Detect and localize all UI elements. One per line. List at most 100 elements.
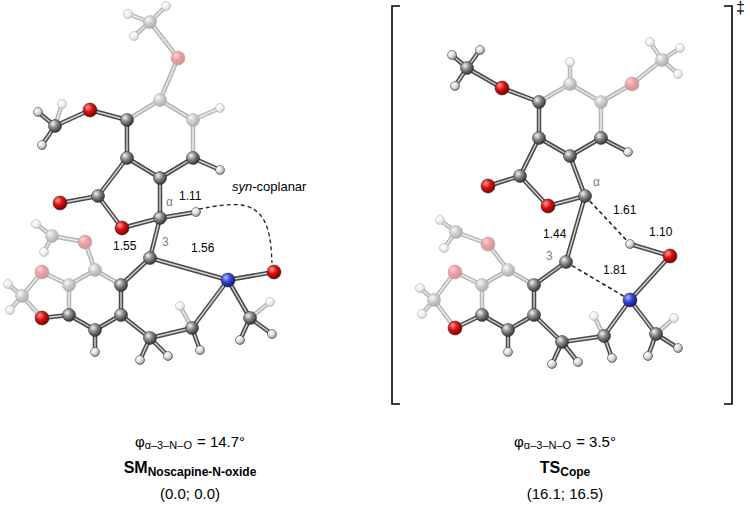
oxygen-atom (78, 235, 92, 249)
bond-stick (630, 256, 670, 300)
hydrogen-atom (32, 220, 41, 229)
bond-length: 1.55 (112, 240, 137, 252)
hydrogen-atom (124, 10, 133, 19)
carbon-atom (154, 94, 167, 107)
hydrogen-atom (176, 302, 185, 311)
oxygen-atom (448, 321, 462, 335)
bond-highlight (630, 256, 670, 300)
hydrogen-atom (6, 306, 15, 315)
atom-label: 3 (162, 236, 169, 248)
hydrogen-atom (504, 348, 513, 357)
oxygen-atom (171, 51, 185, 65)
molecule-starting-material (4, 2, 282, 365)
carbon-atom (89, 264, 102, 277)
carbon-atom (49, 120, 62, 133)
carbon-atom (533, 96, 546, 109)
hydrogen-atom (646, 38, 655, 47)
structure-name: SM (124, 460, 148, 476)
hydrogen-atom (440, 244, 449, 253)
oxygen-atom (481, 237, 495, 251)
nitrogen-atom (221, 273, 235, 287)
carbon-atom (121, 152, 134, 165)
hydrogen-atom (608, 354, 617, 363)
dihedral-label: φ (135, 434, 145, 449)
carbon-atom (63, 279, 76, 292)
hydrogen-atom (34, 108, 43, 117)
oxygen-atom (115, 221, 129, 235)
hydrogen-atom (626, 240, 635, 249)
carbon-atom (187, 152, 200, 165)
carbon-atom (115, 279, 128, 292)
bracket-left (392, 6, 400, 404)
bond-length: 1.56 (190, 242, 215, 254)
hydrogen-atom (674, 344, 683, 353)
hydrogen-atom (476, 46, 485, 55)
hydrogen-atom (624, 148, 633, 157)
atom-label: α (593, 176, 600, 188)
carbon-atom (89, 324, 102, 337)
bond-highlight (566, 196, 585, 262)
hydrogen-atom (670, 314, 679, 323)
oxygen-atom (83, 103, 97, 117)
hydrogen-atom (676, 44, 685, 53)
bond-length: 1.10 (648, 226, 673, 238)
oxygen-atom (481, 179, 495, 193)
hydrogen-atom (674, 70, 683, 79)
dihedral-subscript: α–3–N–O (524, 440, 571, 451)
carbon-atom (533, 132, 546, 145)
annotation-text: -coplanar (252, 180, 306, 193)
bond-highlight (98, 158, 127, 196)
bond-stick (150, 258, 228, 280)
hydrogen-atom (216, 166, 225, 175)
carbon-atom (595, 132, 608, 145)
structure-subscript: Noscapine-N-oxide (148, 466, 257, 478)
oxygen-atom (495, 81, 509, 95)
hydrogen-atom (548, 360, 557, 369)
background-layer (4, 2, 275, 329)
oxygen-atom (35, 311, 49, 325)
carbon-atom (656, 54, 669, 67)
carbon-atom (121, 114, 134, 127)
hydrogen-atom (4, 280, 13, 289)
bond-length: 1.81 (602, 264, 627, 276)
hydrogen-atom (448, 51, 457, 60)
oxygen-atom (267, 265, 281, 279)
hydrogen-atom (566, 58, 575, 67)
carbon-atom (528, 279, 541, 292)
bond-length: 1.61 (612, 204, 637, 216)
hydrogen-atom (38, 141, 47, 150)
carbon-atom (428, 294, 441, 307)
foreground-layer (34, 103, 282, 365)
carbon-atom (154, 212, 167, 225)
syn-coplanar-arc (199, 205, 272, 263)
carbon-atom (502, 324, 515, 337)
carbon-atom (598, 330, 611, 343)
carbon-atom (144, 252, 157, 265)
relative-energy: (16.1; 16.5) (527, 486, 604, 501)
carbon-atom (650, 328, 663, 341)
atom-label: α (166, 196, 173, 208)
hydrogen-atom (416, 284, 425, 293)
hydrogen-atom (216, 104, 225, 113)
carbon-atom (450, 226, 463, 239)
bond-length: 1.11 (178, 190, 202, 202)
bond-stick (192, 280, 228, 328)
structure-subscript: Cope (560, 466, 590, 478)
carbon-atom (556, 336, 569, 349)
hydrogen-atom (268, 330, 277, 339)
carbon-atom (115, 309, 128, 322)
hydrogen-atom (266, 298, 275, 307)
hydrogen-atom (196, 346, 205, 355)
background-layer (416, 38, 685, 337)
atom-label: 3 (546, 250, 553, 262)
hydrogen-atom (418, 310, 427, 319)
carbon-atom (92, 190, 105, 203)
bond-highlight (150, 258, 228, 280)
carbon-atom (528, 309, 541, 322)
hydrogen-atom (590, 312, 599, 321)
transition-state-symbol: ‡ (736, 0, 745, 16)
oxygen-atom (625, 77, 639, 91)
dihedral-subscript: α–3–N–O (145, 440, 192, 451)
oxygen-atom (541, 199, 555, 213)
hydrogen-atom (91, 348, 100, 357)
